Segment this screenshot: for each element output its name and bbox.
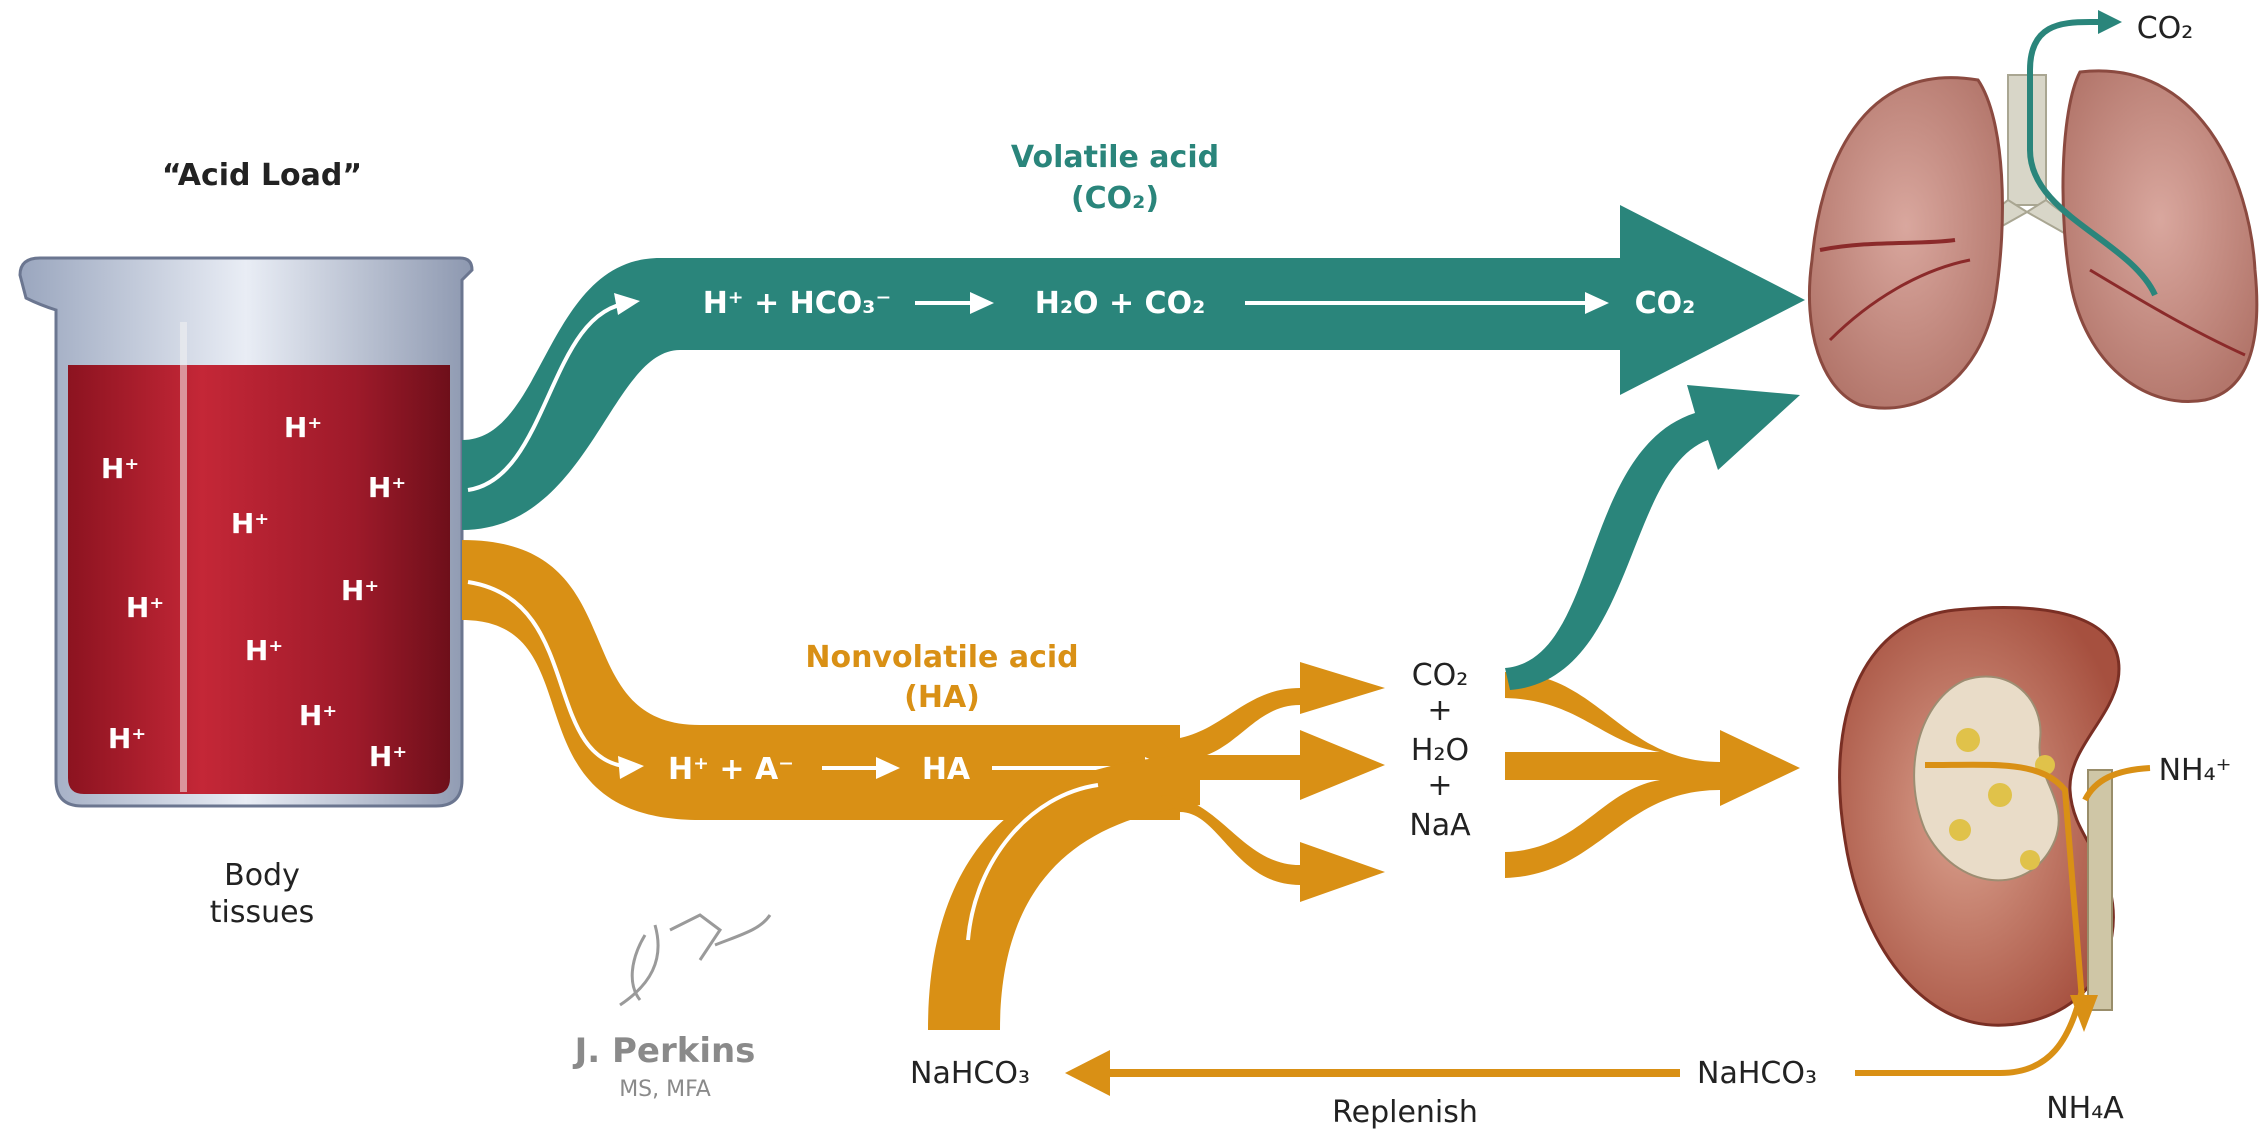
h-ion: H⁺ <box>231 507 269 540</box>
nonvolatile-equation-mid: HA <box>922 752 971 787</box>
h-ion: H⁺ <box>369 740 407 773</box>
volatile-acid-subtitle: (CO₂) <box>1071 181 1159 216</box>
product-plus: + <box>1427 768 1452 803</box>
nonvolatile-acid-title: Nonvolatile acid <box>805 640 1078 675</box>
h-ion: H⁺ <box>284 411 322 444</box>
co2-to-lungs-path <box>1505 385 1800 690</box>
h-ion: H⁺ <box>101 452 139 485</box>
ammonium-salt-label: NH₄A <box>2046 1091 2124 1126</box>
flow-arrow-icon <box>467 580 631 769</box>
product-naa: NaA <box>1409 808 1471 843</box>
ammonium-label: NH₄⁺ <box>2159 753 2232 788</box>
h-ion: H⁺ <box>368 471 406 504</box>
lungs-illustration <box>1808 10 2259 410</box>
volatile-equation-right: CO₂ <box>1635 286 1696 321</box>
h-ion: H⁺ <box>108 722 146 755</box>
flow-arrow-icon <box>966 783 1099 941</box>
replenish-arrow <box>1065 1050 1680 1096</box>
nonvolatile-equation-left: H⁺ + A⁻ <box>668 752 794 787</box>
kidney-illustration <box>1838 606 2151 1076</box>
netter-signature <box>619 913 772 1007</box>
flow-arrow-icon <box>467 301 631 492</box>
product-plus: + <box>1427 693 1452 728</box>
h-ion: H⁺ <box>341 574 379 607</box>
h-ion: H⁺ <box>126 591 164 624</box>
bicarb-out-arrow-icon <box>1855 989 2085 1076</box>
h-ion: H⁺ <box>299 699 337 732</box>
nonvolatile-acid-subtitle: (HA) <box>904 680 980 715</box>
nonvolatile-acid-path <box>462 540 1800 1030</box>
product-co2: CO₂ <box>1412 658 1469 693</box>
replenish-label: Replenish <box>1332 1095 1478 1130</box>
body-tissues-caption: tissues <box>210 895 314 930</box>
bicarb-right-label: NaHCO₃ <box>1697 1056 1817 1091</box>
volatile-equation-mid: H₂O + CO₂ <box>1035 286 1205 321</box>
beaker-illustration <box>18 256 474 808</box>
volatile-equation-left: H⁺ + HCO₃⁻ <box>703 286 892 321</box>
volatile-acid-title: Volatile acid <box>1011 140 1219 175</box>
acid-load-title: “Acid Load” <box>162 158 362 193</box>
exhaled-co2: CO₂ <box>2137 11 2194 46</box>
artist-name: J. Perkins <box>573 1031 756 1071</box>
body-tissues-caption: Body <box>224 858 300 893</box>
product-h2o: H₂O <box>1411 733 1469 768</box>
h-ion: H⁺ <box>245 634 283 667</box>
volatile-acid-path <box>462 205 1805 530</box>
hydrogen-ions: H⁺ H⁺ H⁺ H⁺ H⁺ H⁺ H⁺ H⁺ H⁺ H⁺ <box>101 411 407 773</box>
artist-degree: MS, MFA <box>619 1077 711 1102</box>
bicarb-left-label: NaHCO₃ <box>910 1056 1030 1091</box>
exhale-arrow-icon <box>2027 19 2158 297</box>
